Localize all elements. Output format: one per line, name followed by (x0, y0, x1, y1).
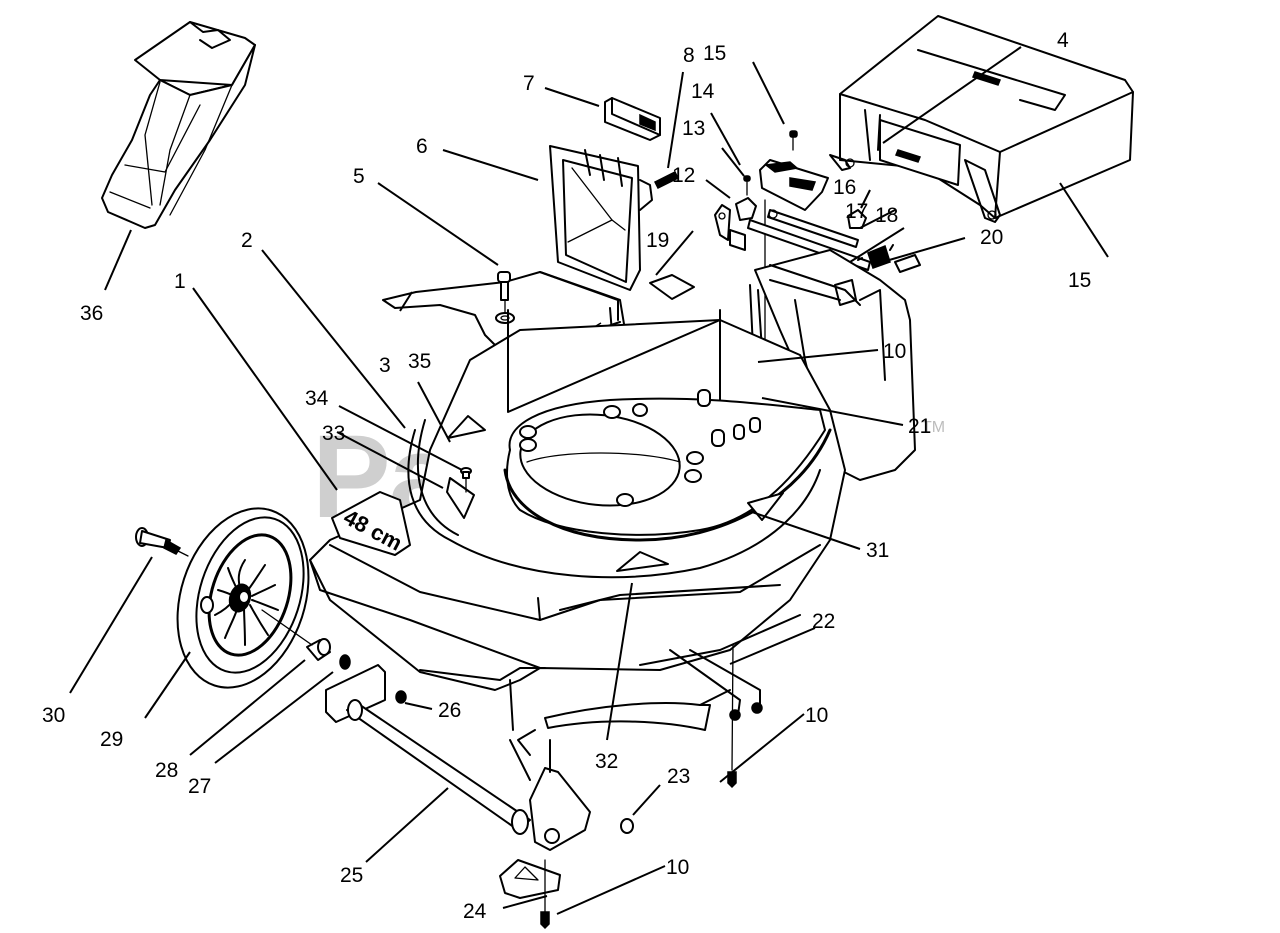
callout-21[interactable]: 21 (908, 415, 931, 438)
callout-24[interactable]: 24 (463, 900, 487, 923)
callout-11[interactable]: 12 (672, 164, 695, 187)
part-wheel-bolt[interactable] (135, 527, 189, 557)
part-pin-20[interactable] (894, 254, 921, 273)
part-bracket-7[interactable] (604, 97, 661, 141)
callout-12[interactable]: 13 (682, 117, 705, 140)
callout-19[interactable]: 19 (646, 229, 669, 252)
callout-16[interactable]: 16 (833, 176, 856, 199)
part-nut-26[interactable] (395, 690, 407, 704)
part-bolt-5[interactable] (495, 271, 515, 324)
part-screw-10-middle[interactable] (727, 644, 737, 789)
part-warning-decal-32[interactable] (616, 551, 669, 572)
part-screw-10-bottom[interactable] (540, 859, 550, 930)
callout-14[interactable]: 15 (703, 42, 726, 65)
callout-26[interactable]: 26 (438, 699, 461, 722)
wheel-spokes (214, 559, 279, 646)
callout-23[interactable]: 23 (667, 765, 690, 788)
callout-10-middle[interactable]: 10 (805, 704, 828, 727)
part-bushing-28[interactable] (306, 638, 331, 661)
callout-31[interactable]: 31 (866, 539, 889, 562)
part-wheel[interactable] (156, 491, 331, 704)
callout-17[interactable]: 17 (845, 200, 868, 223)
callout-22[interactable]: 22 (812, 610, 835, 633)
part-torsion-spring[interactable] (857, 244, 894, 269)
part-washer-27[interactable] (339, 654, 351, 670)
leader-lines (69, 46, 1109, 915)
part-nut-23[interactable] (620, 818, 634, 834)
part-hinge-bracket[interactable] (714, 204, 746, 251)
callout-32[interactable]: 32 (595, 750, 618, 773)
callout-28[interactable]: 28 (155, 759, 178, 782)
callout-10-upper[interactable]: 10 (883, 340, 906, 363)
callout-13[interactable]: 14 (691, 80, 715, 103)
part-warning-decal-33[interactable] (446, 477, 475, 519)
callout-labels: 36 1 2 3 4 5 6 7 8 15 14 13 12 16 17 18 … (42, 29, 1091, 923)
part-rivet-34[interactable] (460, 467, 472, 493)
callout-34[interactable]: 34 (305, 387, 329, 410)
part-discharge-chute[interactable] (549, 145, 680, 291)
callout-20[interactable]: 20 (980, 226, 1003, 249)
part-label-19[interactable] (649, 274, 695, 300)
watermark-trademark: TM (922, 419, 945, 436)
part-skid-plate[interactable] (544, 649, 763, 731)
callout-7[interactable]: 7 (523, 72, 535, 95)
callout-15[interactable]: 15 (1068, 269, 1091, 292)
part-screw-12[interactable] (743, 175, 751, 196)
callout-2[interactable]: 2 (241, 229, 253, 252)
motor-mount-bosses (519, 389, 761, 507)
part-rear-flap[interactable] (829, 15, 1134, 223)
part-motor-ring[interactable] (503, 397, 832, 542)
part-warning-decal-35[interactable] (447, 415, 486, 439)
callout-6[interactable]: 6 (416, 135, 428, 158)
callout-30[interactable]: 30 (42, 704, 65, 727)
callout-4[interactable]: 4 (1057, 29, 1069, 52)
callout-18[interactable]: 18 (875, 204, 898, 227)
callout-10-bottom[interactable]: 10 (666, 856, 689, 879)
callout-25[interactable]: 25 (340, 864, 363, 887)
part-clip-11[interactable] (735, 197, 757, 221)
part-handle-bracket[interactable] (101, 21, 256, 229)
callout-27[interactable]: 27 (188, 775, 211, 798)
part-clip-16[interactable] (847, 209, 867, 229)
callout-3[interactable]: 3 (379, 354, 391, 377)
callout-29[interactable]: 29 (100, 728, 123, 751)
callout-35[interactable]: 35 (408, 350, 431, 373)
callout-1[interactable]: 1 (174, 270, 186, 293)
callout-33[interactable]: 33 (322, 422, 345, 445)
callout-5[interactable]: 5 (353, 165, 365, 188)
callout-36[interactable]: 36 (80, 302, 103, 325)
part-axle-assembly[interactable] (325, 664, 591, 851)
callout-8[interactable]: 8 (683, 44, 695, 67)
part-plate-24[interactable] (499, 859, 561, 899)
part-hinge-cover[interactable] (759, 159, 829, 211)
